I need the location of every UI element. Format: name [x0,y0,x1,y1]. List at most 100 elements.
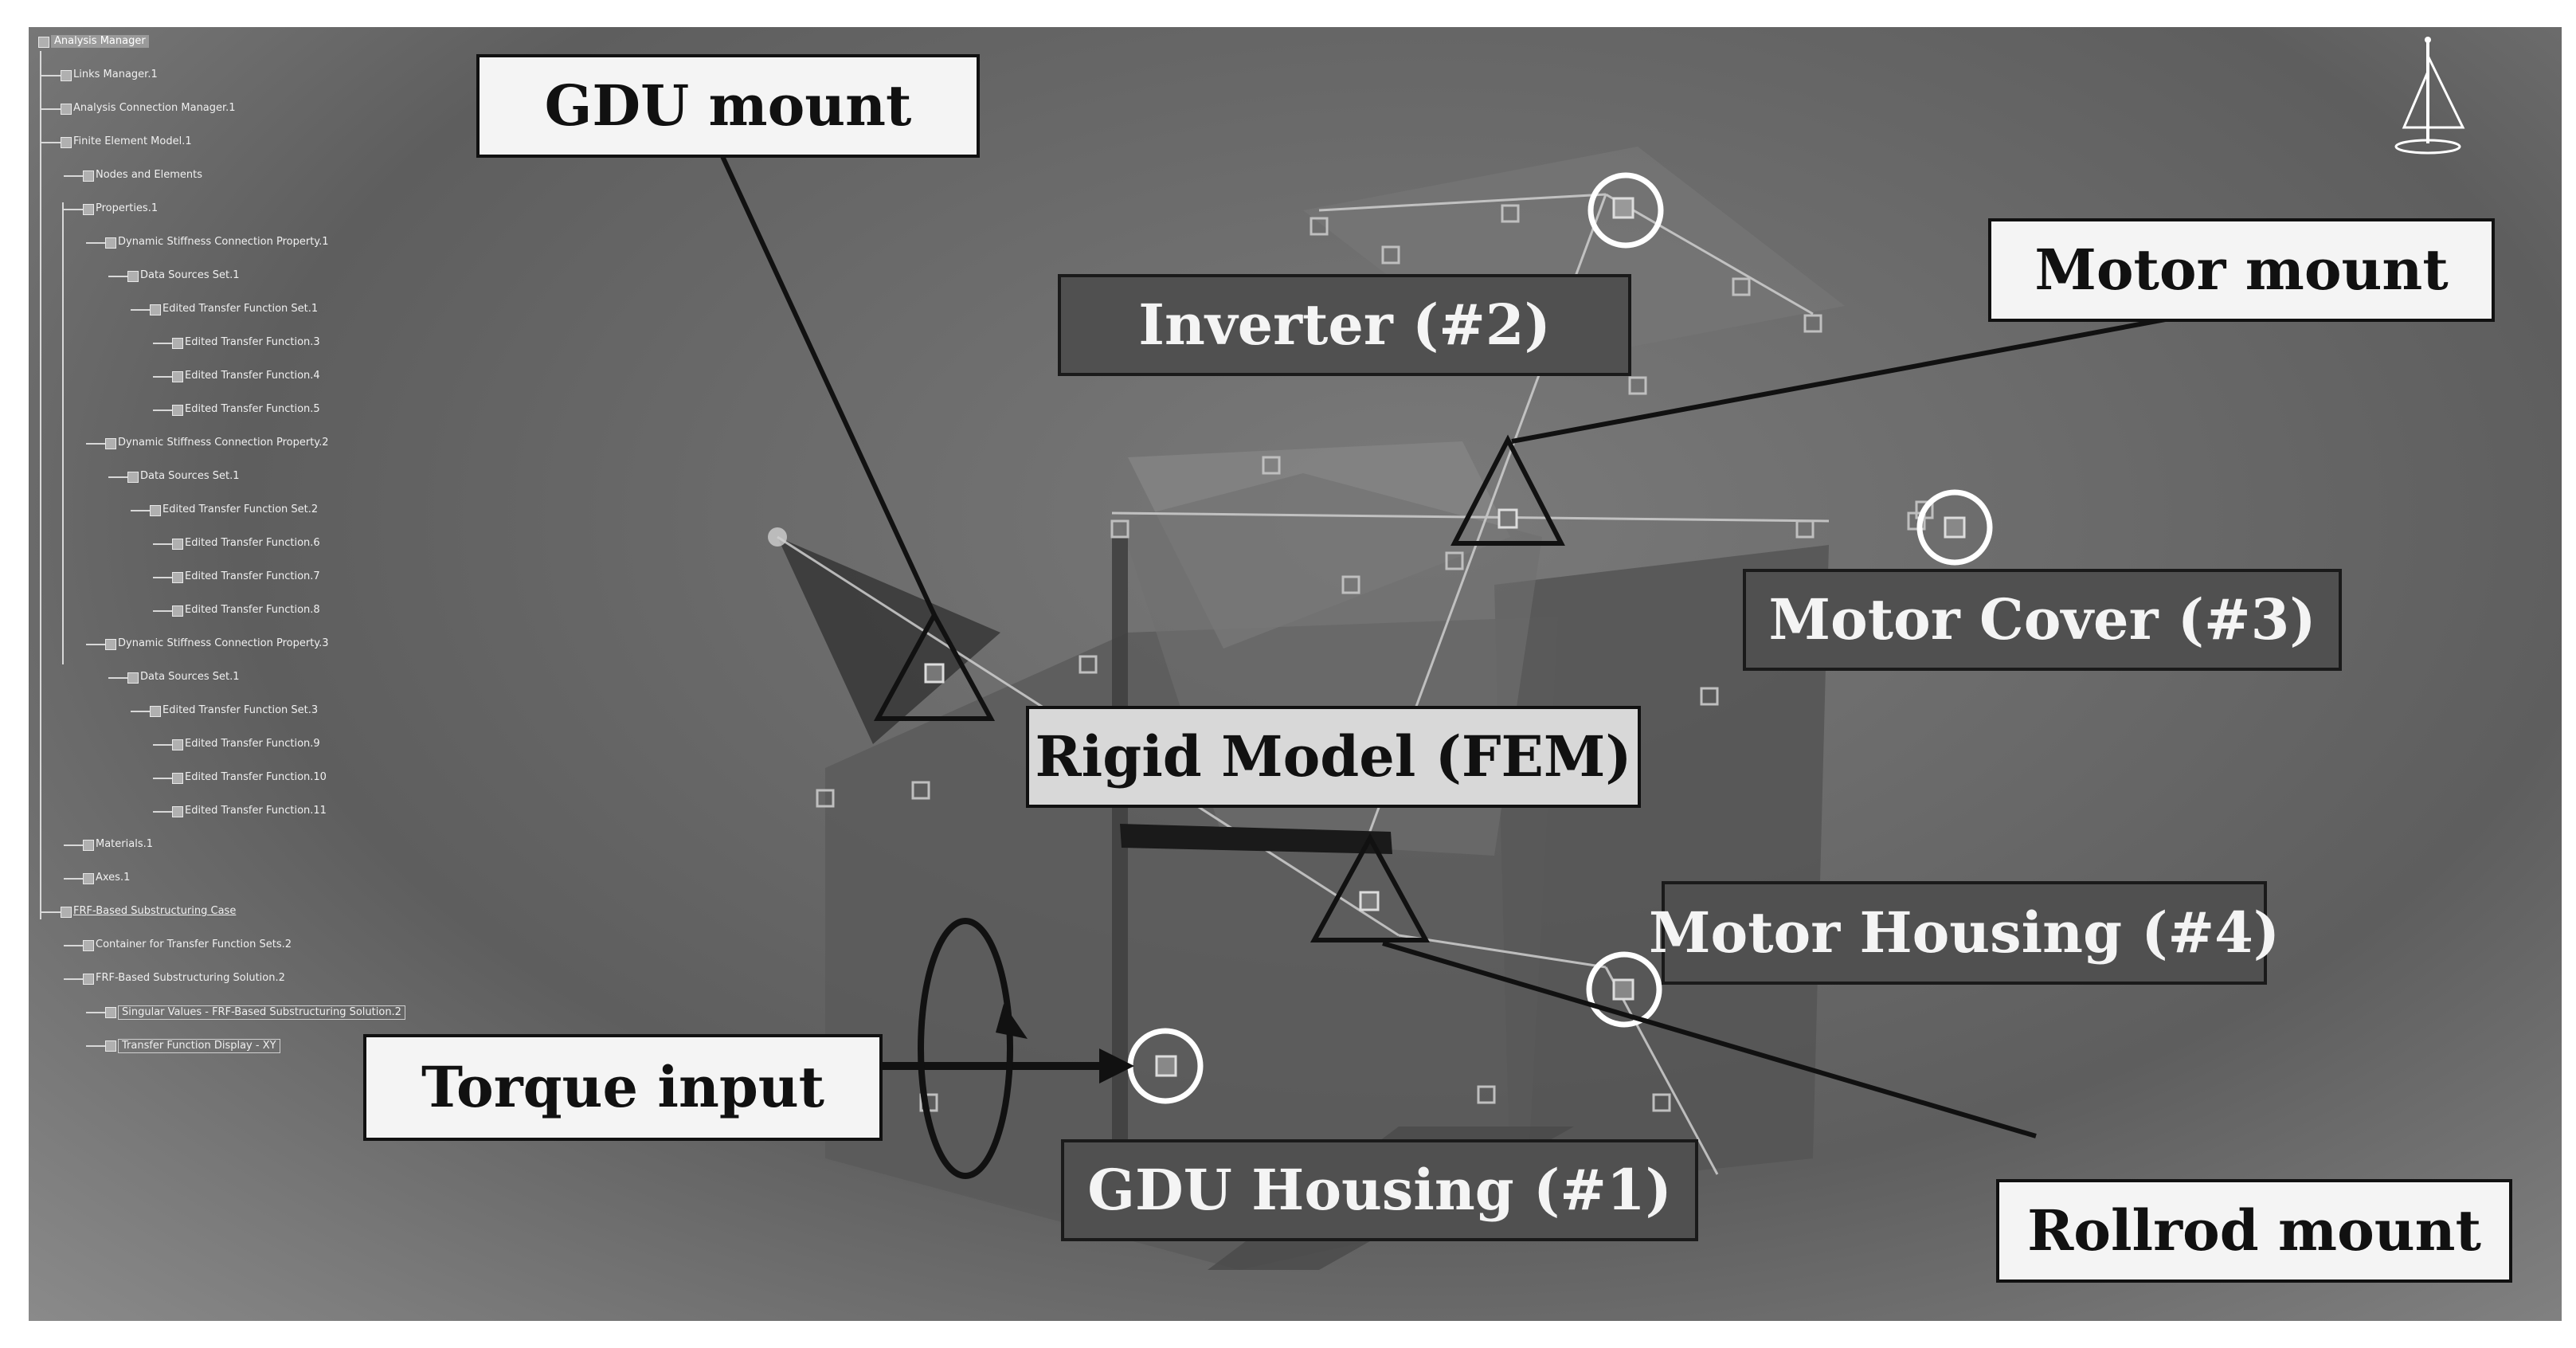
tree-node-icon[interactable] [105,237,116,249]
tree-item[interactable]: Edited Transfer Function.11 [185,805,327,817]
tree-item[interactable]: Edited Transfer Function.5 [185,403,320,415]
tree-node-icon[interactable] [172,572,183,583]
tree-node-icon[interactable] [61,907,72,918]
tree-node-icon[interactable] [105,1040,116,1052]
tree-node-icon[interactable] [172,739,183,750]
tree-node-icon[interactable] [61,137,72,148]
tree-connector [64,878,83,880]
tree-connector [108,476,127,478]
circle-marker-icon[interactable] [1587,172,1664,249]
tree-node-icon[interactable] [83,840,94,851]
tree-item[interactable]: Edited Transfer Function.7 [185,570,320,582]
tree-item[interactable]: Transfer Function Display - XY [118,1039,280,1053]
tree-connector [153,409,172,411]
tree-connector [64,209,83,210]
tree-item[interactable]: Materials.1 [96,838,153,850]
circle-marker-icon[interactable] [1916,489,1993,566]
tree-item[interactable]: FRF-Based Substructuring Case [73,905,237,917]
rigid-model-bar [1120,824,1392,854]
label-gdu-mount: GDU mount [476,54,980,158]
tree-node-icon[interactable] [83,974,94,985]
tree-node-icon[interactable] [105,639,116,650]
tree-node-icon[interactable] [127,271,139,282]
label-inverter: Inverter (#2) [1058,274,1631,376]
tree-node-icon[interactable] [172,605,183,617]
tree-connector [108,276,127,277]
tree-item[interactable]: Data Sources Set.1 [140,470,240,482]
gdu-mount-triangle-plate [777,537,1000,744]
triangle-marker-icon[interactable] [873,609,996,721]
dark-strut [1112,537,1128,1222]
tree-connector [41,911,61,913]
label-rollrod-mount: Rollrod mount [1996,1179,2512,1283]
tree-node-icon[interactable] [83,204,94,215]
tree-connector [86,443,105,445]
tree-connector [153,376,172,378]
tree-item[interactable]: Edited Transfer Function.10 [185,771,327,783]
tree-connector [153,543,172,545]
compass-icon[interactable] [2383,32,2479,159]
tree-connector [41,75,61,76]
tree-item[interactable]: Edited Transfer Function Set.2 [162,504,319,515]
tree-node-icon[interactable] [38,37,49,48]
tree-item[interactable]: Links Manager.1 [73,69,158,80]
tree-item[interactable]: Properties.1 [96,202,159,214]
tree-node-icon[interactable] [83,873,94,884]
circle-marker-icon[interactable] [1586,951,1662,1028]
tree-node-icon[interactable] [172,338,183,349]
tree-item[interactable]: Edited Transfer Function.3 [185,336,320,348]
tree-node-icon[interactable] [61,70,72,81]
triangle-marker-icon[interactable] [1450,434,1565,546]
tree-item[interactable]: Edited Transfer Function Set.1 [162,303,319,315]
tree-connector [64,945,83,946]
tree-item[interactable]: Singular Values - FRF-Based Substructuri… [118,1005,405,1020]
tree-connector [153,811,172,813]
tree-item[interactable]: Dynamic Stiffness Connection Property.2 [118,437,329,449]
tree-item[interactable]: FRF-Based Substructuring Solution.2 [96,972,285,984]
tree-item[interactable]: Edited Transfer Function Set.3 [162,704,319,716]
tree-item[interactable]: Dynamic Stiffness Connection Property.3 [118,637,329,649]
tree-item[interactable]: Analysis Connection Manager.1 [73,102,236,114]
tree-connector [64,978,83,980]
tree-node-icon[interactable] [61,104,72,115]
tree-node-icon[interactable] [105,1007,116,1018]
label-motor-housing: Motor Housing (#4) [1649,881,2280,985]
tree-node-icon[interactable] [150,706,161,717]
label-motor-cover: Motor Cover (#3) [1743,569,2342,671]
tree-node-icon[interactable] [150,505,161,516]
tree-node-icon[interactable] [172,539,183,550]
tree-connector [64,175,83,177]
rotation-arrow-icon [918,918,1028,1179]
tree-item[interactable]: Nodes and Elements [96,169,203,181]
tree-connector [64,844,83,846]
tree-node-icon[interactable] [83,940,94,951]
tree-item[interactable]: Finite Element Model.1 [73,135,192,147]
tree-node-icon[interactable] [172,371,183,382]
tree-node-icon[interactable] [127,472,139,483]
tree-item[interactable]: Edited Transfer Function.4 [185,370,320,382]
tree-item[interactable]: Data Sources Set.1 [140,671,240,683]
tree-item[interactable]: Data Sources Set.1 [140,269,240,281]
tree-node-icon[interactable] [172,773,183,784]
tree-node-icon[interactable] [172,806,183,817]
triangle-marker-icon[interactable] [1310,833,1431,942]
tree-item[interactable]: Edited Transfer Function.9 [185,738,320,750]
tree-connector [153,610,172,612]
tree-node-icon[interactable] [150,304,161,315]
tree-connector [131,510,150,511]
tree-item[interactable]: Dynamic Stiffness Connection Property.1 [118,236,329,248]
tree-item[interactable]: Edited Transfer Function.6 [185,537,320,549]
tree-node-icon[interactable] [105,438,116,449]
tree-node-icon[interactable] [127,672,139,684]
tree-item[interactable]: Container for Transfer Function Sets.2 [96,939,292,950]
tree-item[interactable]: Analysis Manager [51,35,149,48]
tree-node-icon[interactable] [83,170,94,182]
label-torque-input: Torque input [363,1034,883,1141]
tree-item[interactable]: Edited Transfer Function.8 [185,604,320,616]
tree-connector [86,1012,105,1013]
tree-item[interactable]: Axes.1 [96,872,131,884]
tree-connector [153,778,172,779]
tree-node-icon[interactable] [172,405,183,416]
